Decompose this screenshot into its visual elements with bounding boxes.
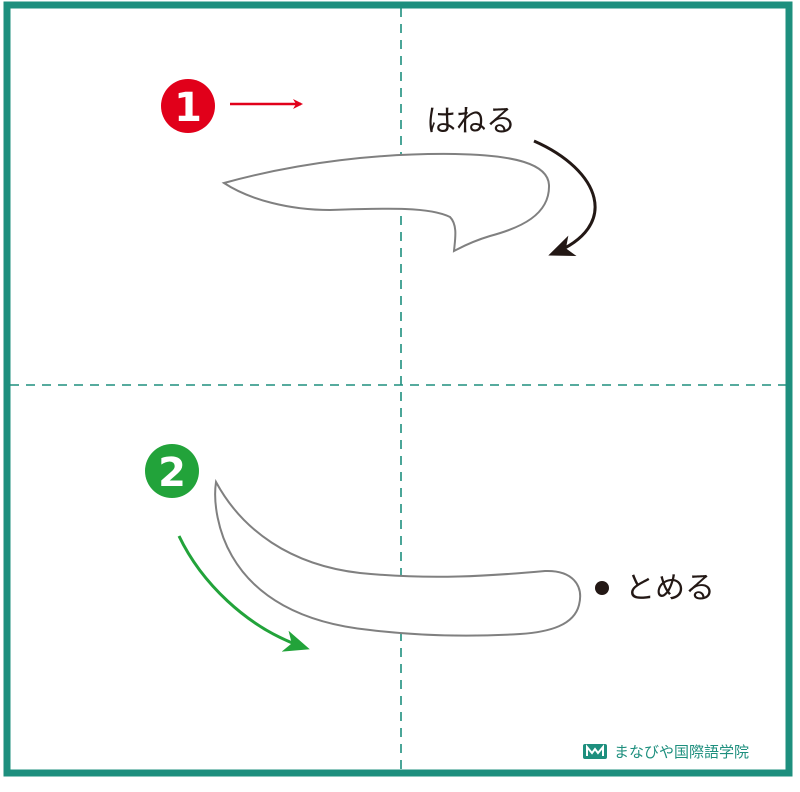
stroke-2-outline	[214, 478, 582, 637]
tome-label: とめる	[625, 571, 715, 606]
hane-arrow	[533, 139, 597, 257]
hane-label: はねる	[426, 104, 516, 139]
step-2-number: 2	[158, 450, 186, 496]
book-m-logo-icon	[583, 744, 607, 759]
watermark: まなびや国際語学院	[582, 741, 749, 761]
step-2-direction-arrow	[177, 535, 310, 652]
step-1-badge: 1	[161, 79, 215, 133]
tome-bullet-dot	[595, 581, 609, 595]
watermark-text: まなびや国際語学院	[614, 742, 750, 761]
step-2-circle	[145, 444, 199, 498]
step-1-number: 1	[174, 85, 202, 131]
frame-border	[3, 1, 793, 777]
step-1-circle	[161, 79, 215, 133]
step-2-badge: 2	[145, 444, 199, 498]
stroke-1-outline	[221, 152, 551, 253]
